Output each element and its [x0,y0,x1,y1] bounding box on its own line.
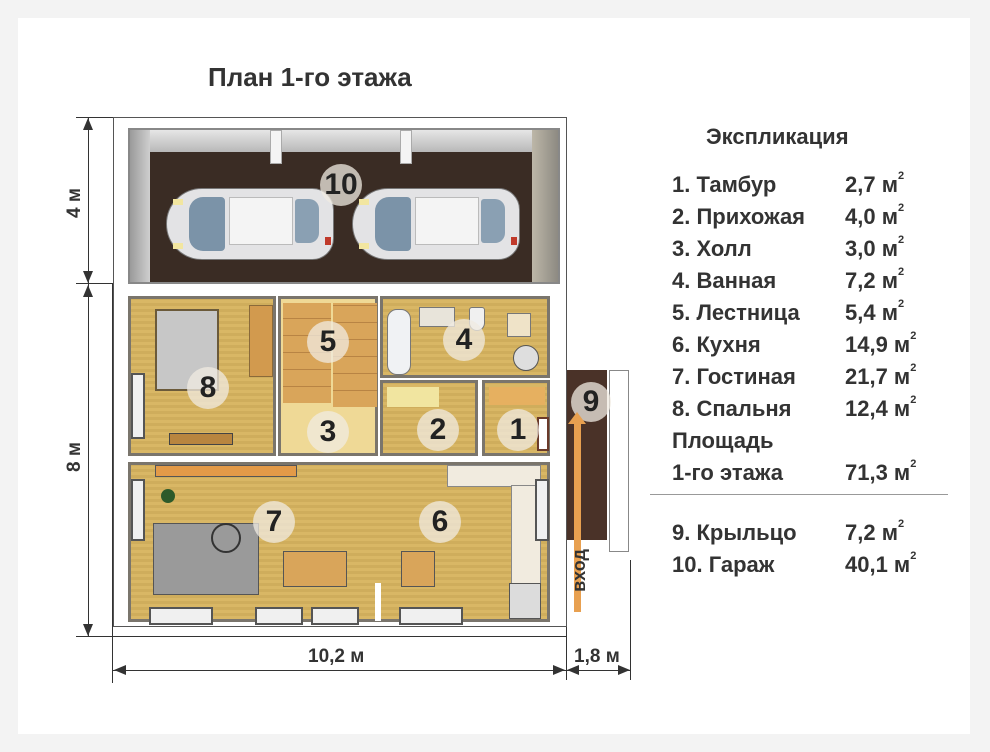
arrow-down-icon [83,624,93,636]
dim-tick [566,625,567,680]
wardrobe-icon [249,305,273,377]
window-icon [149,607,213,625]
dim-house-width: 10,2 м [308,646,365,667]
arrow-down-icon [83,271,93,283]
cabinet-icon [507,313,531,337]
room-bedroom: 8 [128,296,276,456]
tv-stand-icon [155,465,297,477]
tv-stand-icon [169,433,233,445]
dim-tick [76,117,116,118]
legend-divider [650,494,948,495]
room-number-2: 2 [417,409,459,451]
room-number-5: 5 [307,321,349,363]
dim-garage-depth: 4 м [63,188,85,218]
coffee-table-icon [211,523,241,553]
car-icon [352,188,520,260]
fridge-icon [509,583,541,619]
dining-table-icon [283,551,347,587]
room-vestibule: 1 [482,380,550,456]
room-number-3: 3 [307,411,349,453]
arrow-up-icon [83,285,93,297]
car-icon [166,188,334,260]
window-icon [131,479,145,541]
porch-railing [609,370,629,552]
washer-icon [513,345,539,371]
window-icon [255,607,303,625]
window-icon [131,373,145,439]
dining-table-icon [401,551,435,587]
bench-icon [489,387,545,405]
arrow-left-icon [567,665,579,675]
room-porch: 9 [567,370,629,552]
partition-icon [375,583,381,621]
bathtub-icon [387,309,411,375]
arrow-right-icon [553,665,565,675]
dim-house-depth: 8 м [63,442,85,472]
dim-porch-width: 1,8 м [574,646,620,667]
sink-icon [419,307,455,327]
entry-label: вход [568,549,589,592]
garage-beam [400,130,412,164]
sofa-icon [153,523,259,595]
room-number-4: 4 [443,319,485,361]
room-number-7: 7 [253,501,295,543]
room-number-8: 8 [187,367,229,409]
room-number-6: 6 [419,501,461,543]
dim-tick [112,283,113,683]
dim-tick [630,560,631,680]
dim-vertical-line [88,118,89,636]
room-living-kitchen: 7 6 [128,462,550,625]
garage-beam [270,130,282,164]
dim-tick [76,283,116,284]
room-hallway: 2 [380,380,478,456]
legend-title: Экспликация [706,124,849,149]
kitchen-counter-icon [447,465,541,487]
plan-title: План 1-го этажа [208,62,412,92]
arrow-up-icon [83,118,93,130]
room-hall: 5 3 [278,296,378,456]
room-number-1: 1 [497,409,539,451]
arrow-up-icon [568,412,586,424]
room-garage: 10 [128,128,560,284]
garage-wall-left [130,130,150,282]
garage-wall-right [532,130,558,282]
door-icon [537,417,549,451]
plant-icon [161,489,175,503]
room-bathroom: 4 [380,296,550,378]
dim-horizontal-line [113,670,631,671]
dim-tick [76,636,566,637]
entry-arrow-icon [574,420,581,612]
window-icon [399,607,463,625]
bench-icon [387,387,439,407]
room-number-9: 9 [571,382,611,422]
window-icon [535,479,549,541]
window-icon [311,607,359,625]
arrow-left-icon [114,665,126,675]
garage-ceiling [130,130,558,152]
arrow-right-icon [618,665,630,675]
room-number-10: 10 [320,164,362,206]
